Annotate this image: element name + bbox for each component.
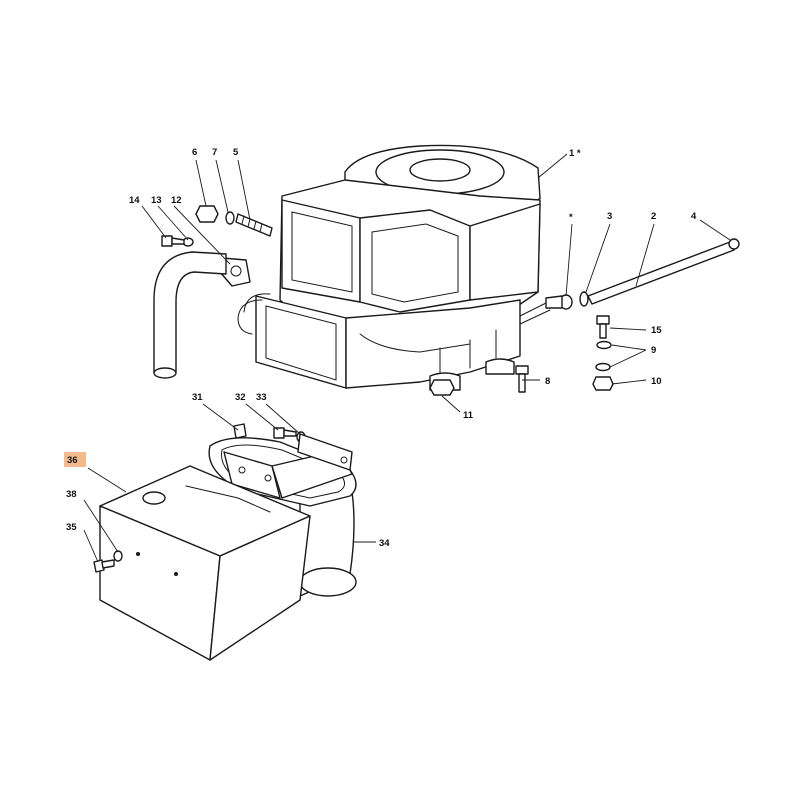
- washer-38: [113, 550, 123, 562]
- bolt-8: [515, 365, 529, 393]
- callout-11: 11: [463, 410, 474, 421]
- callout-36-highlight: [64, 452, 86, 467]
- exhaust-pipe: [153, 251, 227, 376]
- callout-labels: 1 * 2 3 4 5 6 7 8 9 10 11 12 13 14 15 * …: [66, 147, 697, 549]
- bolt-14: [161, 235, 185, 247]
- fuel-fitting: [545, 294, 573, 310]
- callout-1: 1 *: [569, 148, 581, 159]
- nut-11: [429, 379, 455, 396]
- callout-2: 2: [651, 211, 656, 222]
- callout-star: *: [569, 212, 573, 223]
- callout-15: 15: [651, 325, 662, 336]
- fuel-hose: [587, 238, 740, 305]
- callout-4: 4: [691, 211, 697, 222]
- exhaust-stud: [235, 213, 273, 237]
- callout-6: 6: [192, 147, 197, 158]
- screw-35: [93, 559, 115, 573]
- bolt-32: [273, 427, 297, 439]
- callout-35: 35: [66, 522, 77, 533]
- callout-14: 14: [129, 195, 140, 206]
- clip-31: [233, 423, 247, 439]
- callout-38: 38: [66, 489, 77, 500]
- callout-10: 10: [651, 376, 662, 387]
- callout-34: 34: [379, 538, 390, 549]
- nut-6: [195, 205, 219, 223]
- bolt-15: [596, 315, 610, 339]
- callout-8: 8: [545, 376, 550, 387]
- callout-36: 36: [67, 455, 78, 466]
- callout-13: 13: [151, 195, 162, 206]
- washer-9b: [595, 362, 611, 372]
- washer-7: [225, 211, 235, 225]
- washer-9a: [596, 340, 612, 350]
- callout-7: 7: [212, 147, 217, 158]
- nut-10: [592, 376, 614, 391]
- callout-32: 32: [235, 392, 246, 403]
- engine: [237, 144, 551, 391]
- leader-lines: [83, 153, 731, 563]
- hose-clamp: [579, 291, 589, 307]
- callout-12: 12: [171, 195, 182, 206]
- callout-9: 9: [651, 345, 656, 356]
- callout-31: 31: [192, 392, 203, 403]
- callout-5: 5: [233, 147, 239, 158]
- callout-33: 33: [256, 392, 267, 403]
- heat-shield: [99, 465, 311, 661]
- callout-3: 3: [607, 211, 612, 222]
